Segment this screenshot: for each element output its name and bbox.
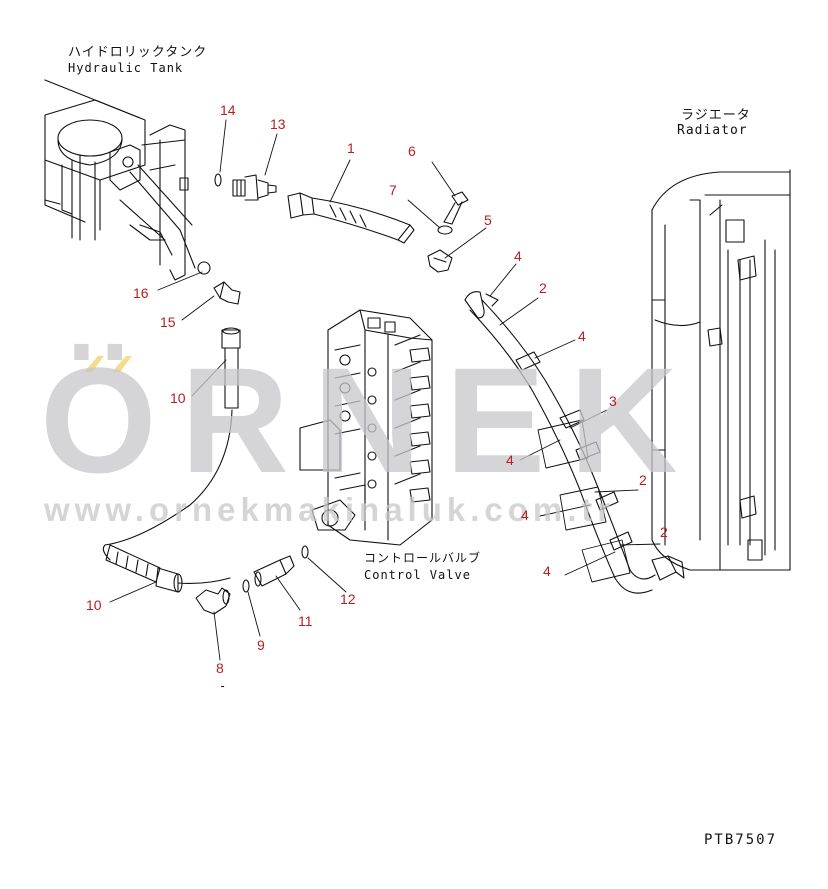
part-12-o-ring	[301, 545, 309, 559]
band-boxes	[537, 419, 631, 583]
part-13-connector	[232, 174, 277, 201]
leader-lines	[109, 119, 661, 661]
callout-8: 8	[216, 660, 224, 676]
watermark-url: www.ornekmakinaluk.com.tr	[44, 491, 616, 528]
callout-12: 12	[340, 591, 356, 607]
callout-14: 14	[220, 102, 236, 118]
callout-4-d: 4	[521, 507, 529, 523]
part-2-hose	[464, 291, 685, 594]
part-9-o-ring	[242, 579, 250, 593]
part-14-o-ring	[214, 173, 222, 187]
control-valve-label-en: Control Valve	[364, 568, 471, 582]
callout-13: 13	[270, 116, 286, 132]
part-6-bolt	[443, 191, 469, 225]
callout-16: 16	[133, 285, 149, 301]
part-10-hose-upper	[221, 327, 241, 409]
part-1-hose	[287, 192, 415, 244]
callout-10-a: 10	[170, 390, 186, 406]
dash-mark: -	[219, 679, 228, 693]
part-8-elbow	[195, 587, 231, 615]
callout-4-a: 4	[514, 248, 522, 264]
part-11-adapter	[253, 555, 295, 587]
control-valve	[299, 309, 433, 546]
part-7-washer	[437, 225, 453, 235]
part-16-plug	[197, 261, 211, 275]
callout-15: 15	[160, 314, 176, 330]
hydraulic-tank-label-jp: ハイドロリックタンク	[68, 45, 208, 60]
part-10-hose-lower	[105, 544, 231, 593]
callout-3: 3	[609, 393, 617, 409]
callout-2-a: 2	[539, 280, 547, 296]
callout-4-c: 4	[506, 452, 514, 468]
callout-1: 1	[347, 140, 355, 156]
watermark-accent	[84, 356, 132, 372]
callout-7: 7	[389, 182, 397, 198]
control-valve-label-jp: コントロールバルブ	[364, 551, 482, 565]
part-5-clamp	[427, 249, 453, 273]
hydraulic-tank-label-en: Hydraulic Tank	[68, 61, 184, 75]
callout-10-b: 10	[86, 597, 102, 613]
watermark-brand: ÖRNEK	[40, 336, 702, 504]
radiator	[651, 169, 791, 571]
part-15-elbow	[213, 281, 241, 305]
callout-2-c: 2	[660, 524, 668, 540]
callout-6: 6	[408, 143, 416, 159]
callout-9: 9	[257, 637, 265, 653]
callout-4-b: 4	[578, 328, 586, 344]
callout-4-e: 4	[543, 563, 551, 579]
radiator-label-en: Radiator	[677, 123, 748, 138]
callout-11: 11	[298, 613, 313, 629]
callout-5: 5	[484, 212, 492, 228]
radiator-label-jp: ラジエータ	[681, 108, 751, 123]
callout-2-b: 2	[639, 472, 647, 488]
return-line	[102, 409, 233, 561]
hydraulic-tank	[44, 79, 196, 281]
drawing-code: PTB7507	[704, 832, 778, 848]
